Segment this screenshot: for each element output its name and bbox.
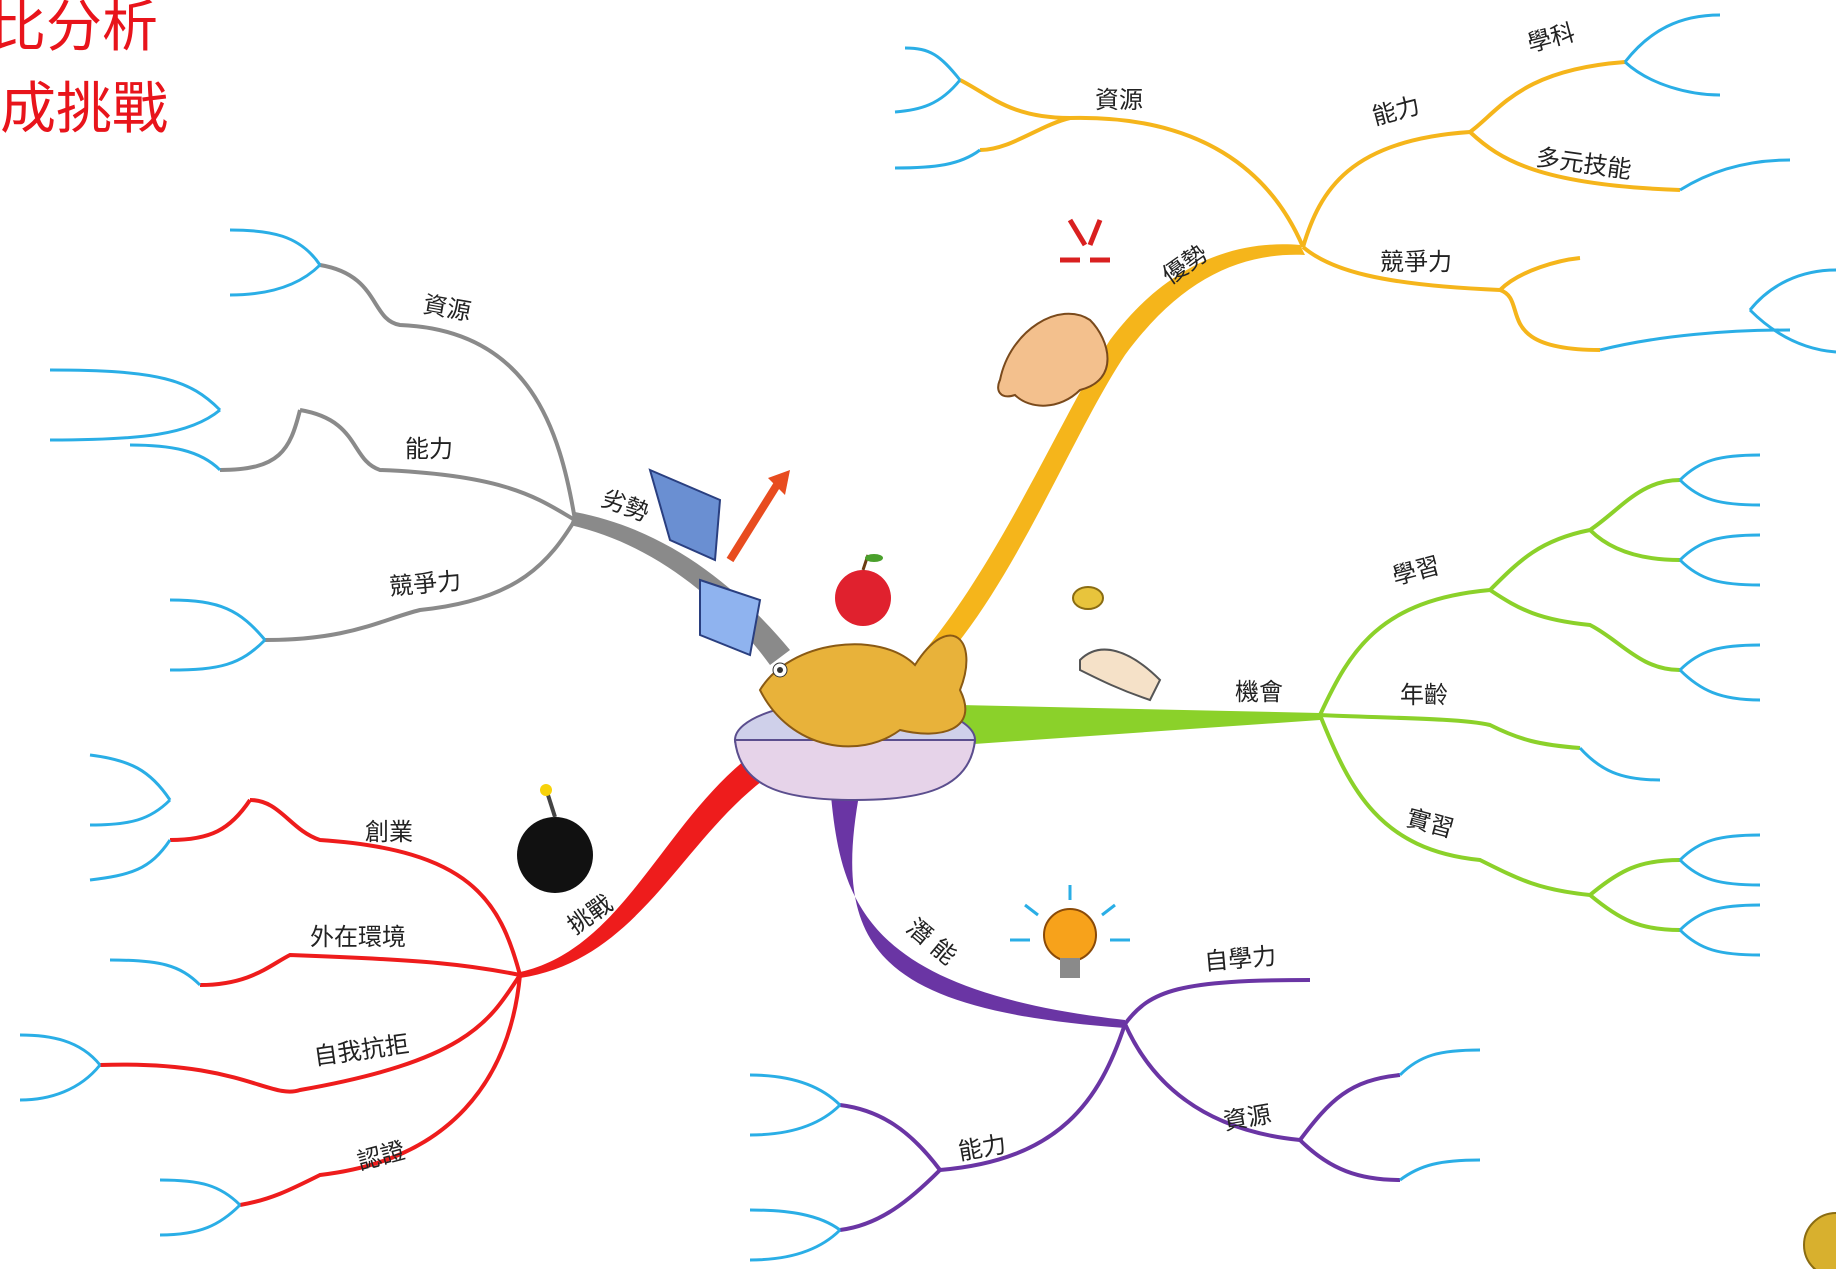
- weakness-sub-branches: [219, 263, 577, 642]
- potential-leaf-branches: [749, 1048, 1481, 1262]
- threat-child-external: 外在環境: [310, 923, 406, 951]
- potential-child-resources: 資源: [1221, 1100, 1273, 1136]
- opportunity-child-internship: 實習: [1403, 804, 1457, 843]
- weakness-child-ability: 能力: [405, 435, 453, 463]
- threat-child-self-resistance: 自我抗拒: [312, 1030, 411, 1071]
- lightbulb-icon: [1010, 885, 1130, 978]
- potential-child-self-learning: 自學力: [1203, 942, 1277, 976]
- title-line-2: 成挑戰: [0, 77, 168, 142]
- strength-sub-branches: [959, 60, 1681, 352]
- threat-child-startup: 創業: [365, 818, 413, 846]
- weakness-child-competitiveness: 競爭力: [388, 567, 462, 601]
- opportunity-label: 機會: [1235, 678, 1283, 706]
- threat-main-branch: [520, 760, 770, 978]
- level-up-icon: [648, 468, 790, 657]
- opportunity-child-age: 年齡: [1400, 681, 1448, 709]
- strength-subchild-subject: 學科: [1524, 18, 1578, 57]
- goldfish-in-bowl-icon: [733, 634, 977, 802]
- threat-child-certification: 認證: [354, 1136, 408, 1175]
- threat-leaf-branches: [19, 753, 242, 1237]
- opportunity-leaf-branches: [1578, 453, 1761, 957]
- strength-leaf-branches: [894, 13, 1836, 354]
- title-line-1: 比分析: [0, 0, 158, 60]
- threat-sub-branches: [99, 798, 522, 1207]
- flexed-arm-icon: [997, 218, 1110, 407]
- strength-child-ability: 能力: [1369, 91, 1423, 130]
- opportunity-child-learning: 學習: [1389, 551, 1443, 590]
- corner-decoration-icon: [1803, 1212, 1836, 1269]
- coin-flip-icon: [1072, 586, 1162, 702]
- strength-subchild-multiskill: 多元技能: [1534, 143, 1633, 184]
- potential-main-branch: [830, 785, 1125, 1028]
- potential-sub-branches: [839, 978, 1401, 1232]
- opportunity-sub-branches: [1318, 478, 1681, 932]
- weakness-child-resources: 資源: [421, 290, 473, 326]
- opportunity-main-branch: [960, 705, 1320, 745]
- bomb-icon: [517, 784, 593, 893]
- apple-icon: [835, 554, 891, 626]
- weakness-leaf-branches: [49, 228, 322, 672]
- weakness-main-branch: [570, 512, 790, 665]
- strength-child-competitiveness: 競爭力: [1380, 248, 1452, 276]
- strength-main-branch: [925, 244, 1305, 655]
- strength-child-resources: 資源: [1095, 86, 1143, 114]
